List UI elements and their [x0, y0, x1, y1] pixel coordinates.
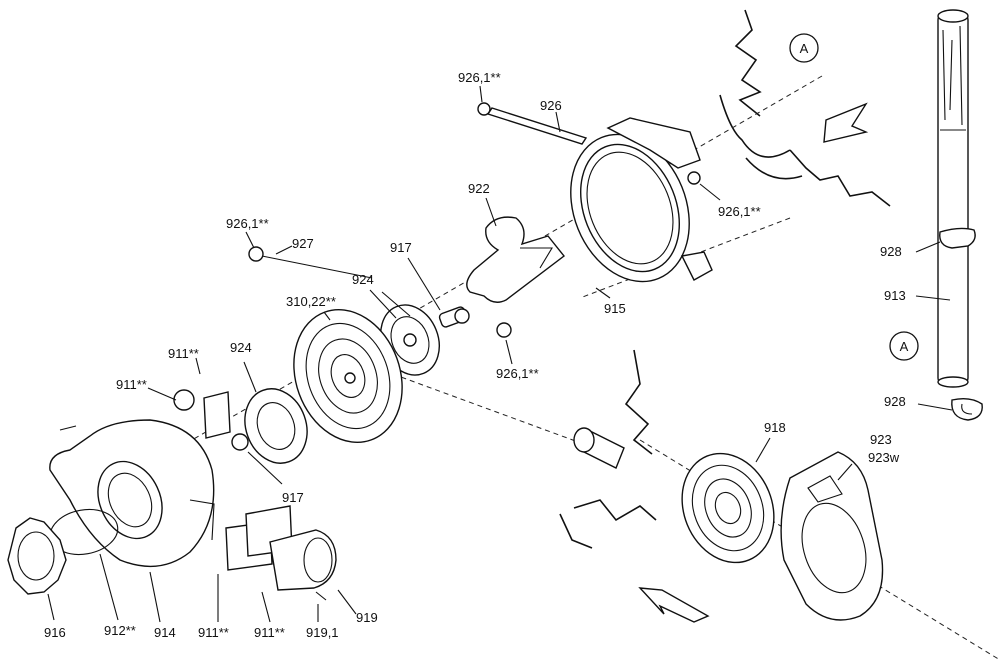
- callout-928-top: 928: [880, 244, 902, 259]
- clip-928-bottom: [951, 397, 983, 421]
- callout-917-top: 917: [390, 240, 412, 255]
- callout-928-bottom: 928: [884, 394, 906, 409]
- pin-926: [477, 102, 588, 145]
- callout-918: 918: [764, 420, 786, 435]
- callout-911-d: 911**: [254, 625, 285, 640]
- svg-text:A: A: [800, 41, 809, 56]
- callout-927: 927: [292, 236, 314, 251]
- callout-923: 923: [870, 432, 892, 447]
- callout-912: 912**: [104, 623, 136, 638]
- nut-926-1-mid: [496, 322, 512, 338]
- callout-911-a: 911**: [168, 346, 199, 361]
- callout-917-mid: 917: [282, 490, 304, 505]
- callout-919: 919: [356, 610, 378, 625]
- callout-926-1-mid: 926,1**: [496, 366, 539, 381]
- callout-923w: 923w: [868, 450, 900, 465]
- callout-916: 916: [44, 625, 66, 640]
- drum-wall-bottom: [559, 349, 657, 549]
- callout-913: 913: [884, 288, 906, 303]
- motor-919: [269, 529, 337, 601]
- callout-919-1: 919,1: [306, 625, 339, 640]
- callout-911-c: 911**: [198, 625, 229, 640]
- drum-wall-top: [719, 9, 891, 207]
- callout-926-1-top: 926,1**: [458, 70, 501, 85]
- cover-923: [780, 451, 884, 621]
- svg-text:A: A: [900, 339, 909, 354]
- handle-922: [466, 216, 565, 303]
- housing-914: [49, 419, 215, 568]
- callout-911-b: 911**: [116, 377, 147, 392]
- direction-arrow-bottom: [638, 587, 710, 623]
- callout-924-top: 924: [352, 272, 374, 287]
- callout-926: 926: [540, 98, 562, 113]
- knob-916: [7, 517, 67, 595]
- pin-927: [248, 246, 373, 279]
- callouts: 926,1** 926 922 926,1** 926,1** 927 917 …: [44, 70, 906, 640]
- washer-917-mid: [231, 433, 249, 451]
- leader-lines: [47, 85, 953, 623]
- callout-924-mid: 924: [230, 340, 252, 355]
- gasket-911-top: [173, 389, 231, 439]
- callout-914: 914: [154, 625, 176, 640]
- frame-915: [570, 117, 713, 283]
- flange-918: [681, 452, 775, 564]
- marker-a-top: A: [789, 33, 819, 63]
- callout-922: 922: [468, 181, 490, 196]
- bolt-917-top: [438, 306, 470, 328]
- tube-stub: [573, 427, 625, 469]
- marker-a-mid: A: [889, 331, 919, 361]
- pipe-913: [937, 9, 969, 388]
- callout-915: 915: [604, 301, 626, 316]
- callout-926-1-right: 926,1**: [718, 204, 761, 219]
- callout-926-1-left: 926,1**: [226, 216, 269, 231]
- clip-928-top: [939, 227, 976, 249]
- callout-310-22: 310,22**: [286, 294, 336, 309]
- disc-924-mid: [244, 388, 308, 464]
- direction-arrow-top: [823, 102, 869, 143]
